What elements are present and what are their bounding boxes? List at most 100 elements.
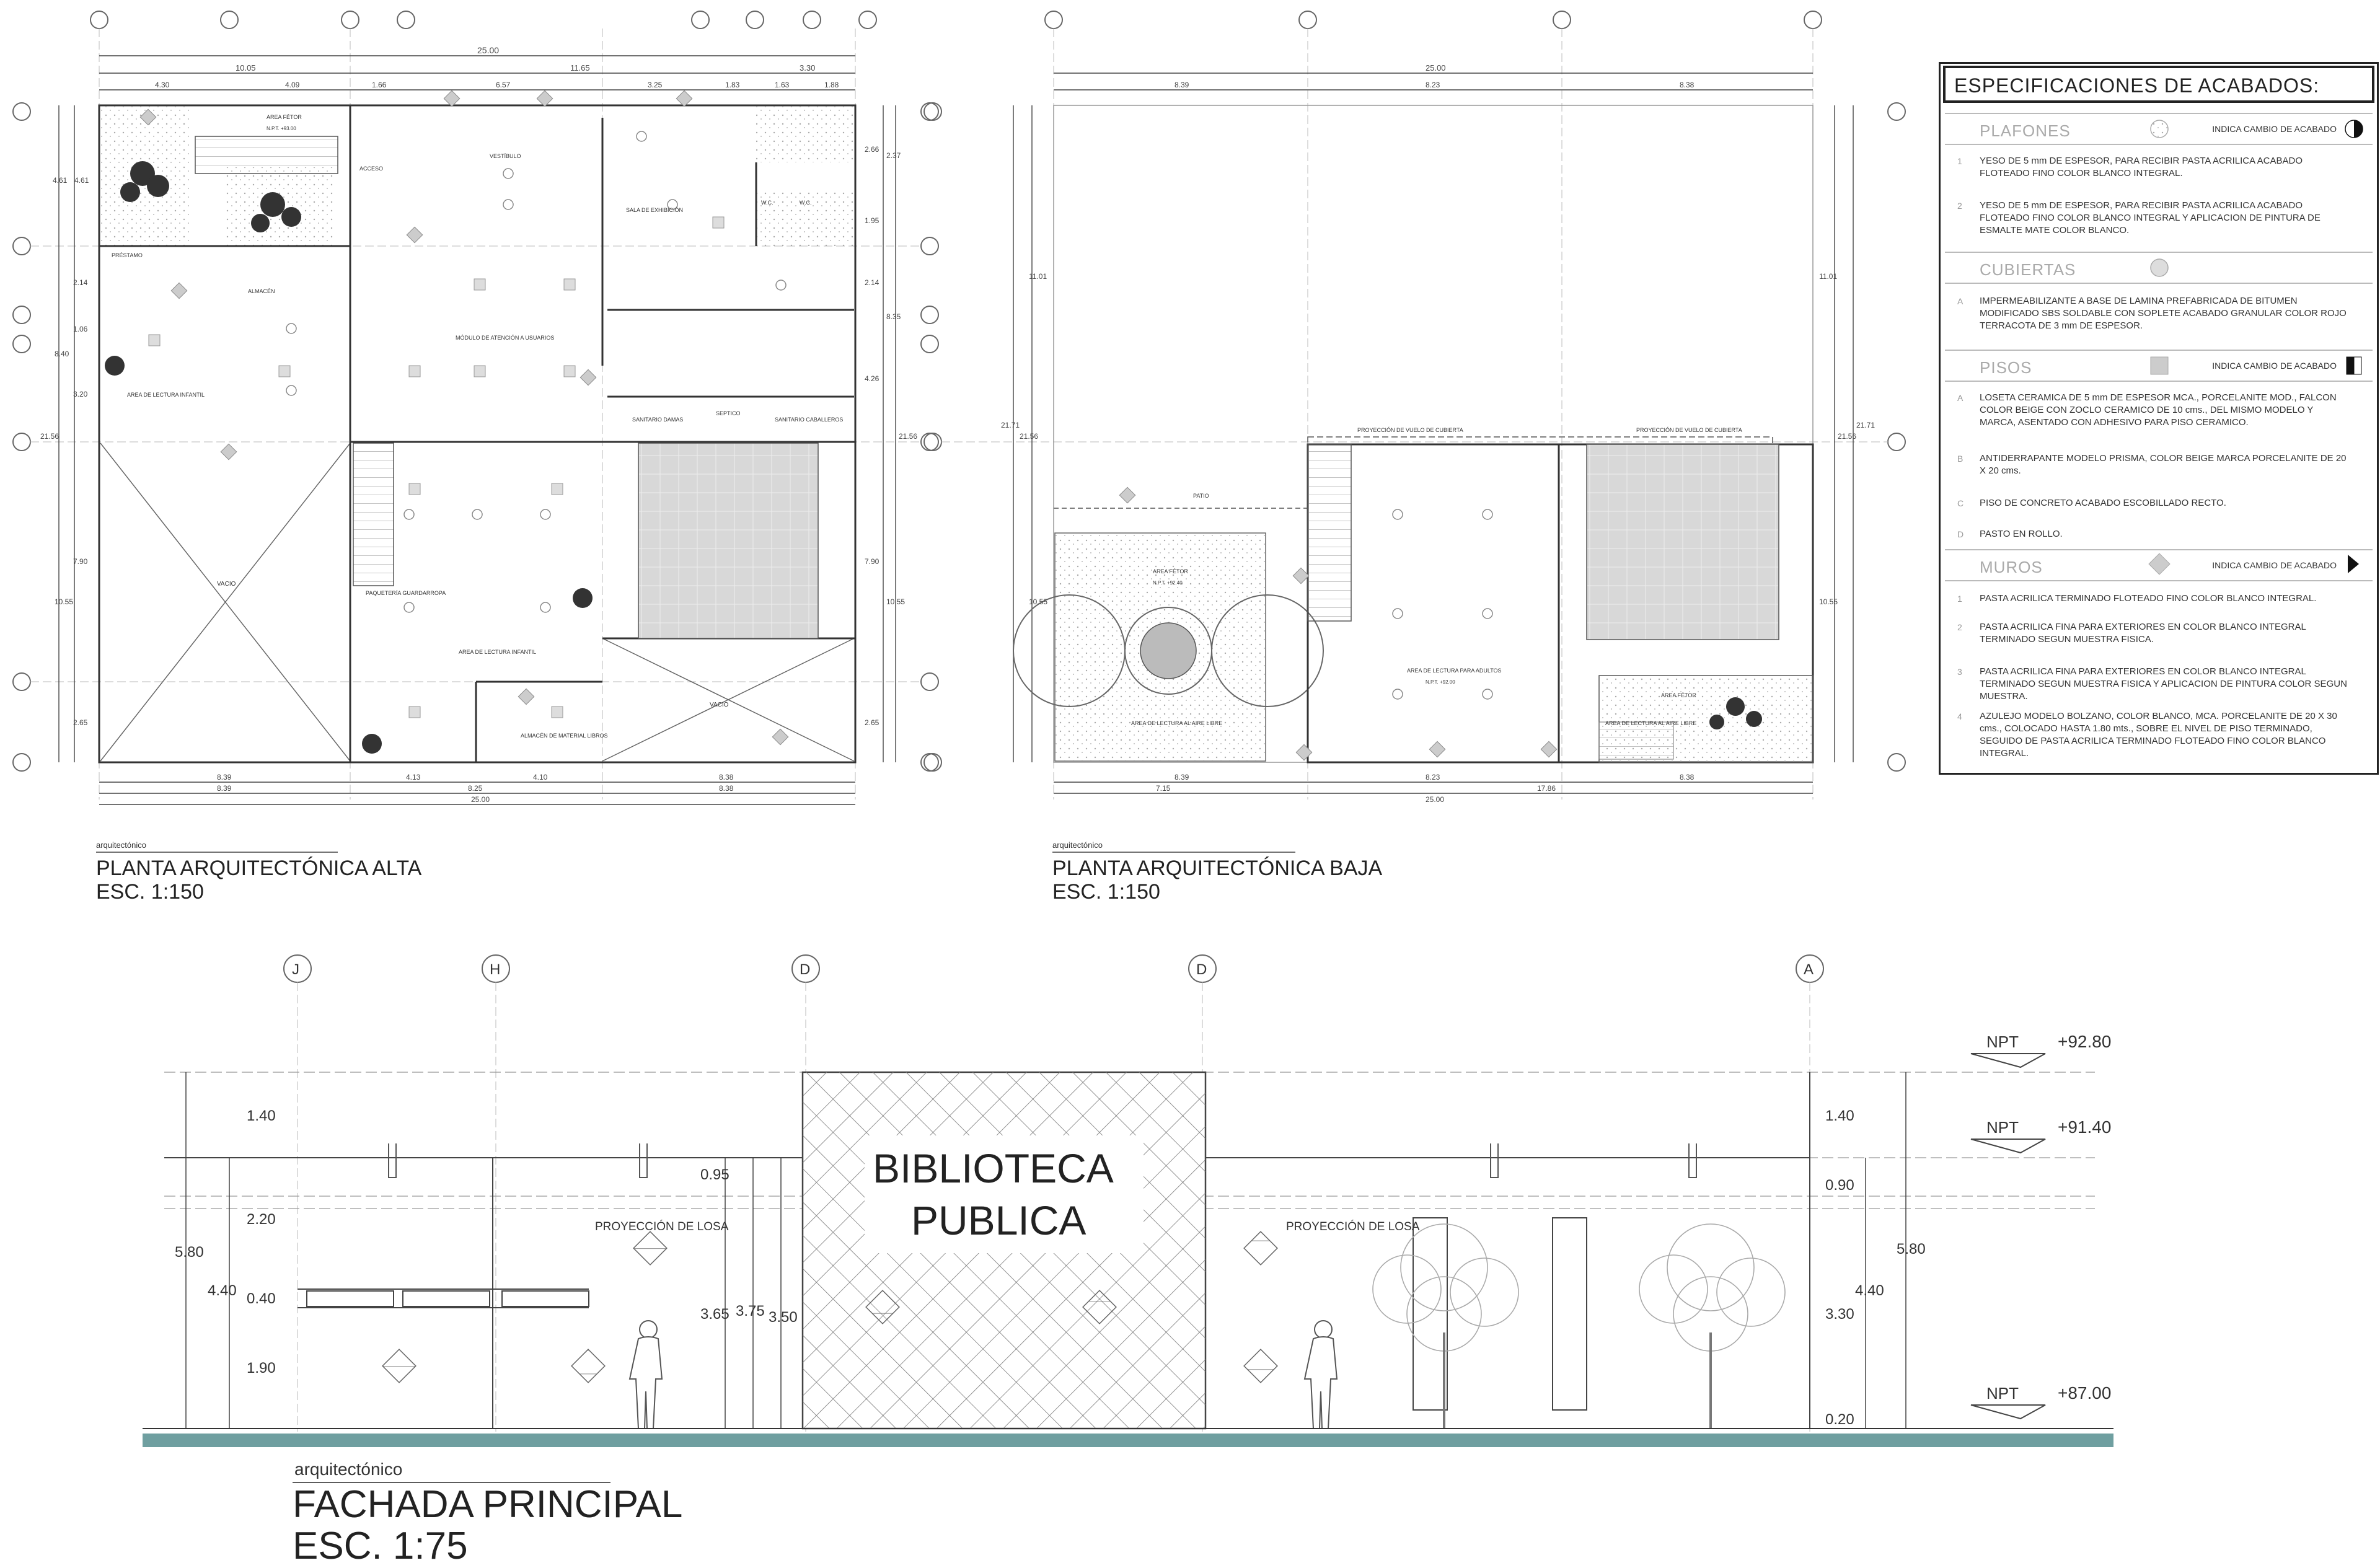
level-1-value: +92.80 — [2058, 1032, 2111, 1051]
alta-top-dim-1: 10.05 — [236, 63, 256, 73]
alta-room-11: PAQUETERÍA GUARDARROPA — [366, 590, 446, 596]
alta-room-14: SANITARIO DAMAS — [632, 416, 683, 423]
alta-room-5: SALA DE EXHIBICIÓN — [626, 207, 683, 213]
alta-right-dim-2: 2.37 — [886, 151, 901, 160]
axis-label-4: D — [1196, 961, 1207, 978]
slab-projection-1: PROYECCIÓN DE LOSA — [595, 1220, 729, 1233]
baja-right-dim-4: 10.55 — [1819, 597, 1838, 606]
alta-room-13: ALMACÉN DE MATERIAL LIBROS — [521, 733, 608, 739]
spec-item-text: PASTO EN ROLLO. — [1980, 529, 2063, 539]
alta-top2-dim-8: 1.88 — [824, 81, 839, 89]
baja-room-1: AREA FÉTOR — [1153, 568, 1188, 575]
facade-mid-dim-4: 3.50 — [769, 1309, 798, 1326]
facade-title: FACHADA PRINCIPAL — [293, 1483, 682, 1526]
spec-item-code: D — [1957, 529, 1964, 539]
baja-room-8: PATIO — [1193, 493, 1209, 499]
facade-caption-small: arquitectónico — [294, 1460, 402, 1479]
facade-left-dim-4: 4.40 — [208, 1282, 237, 1299]
alta-room-16: SEPTICO — [716, 410, 741, 416]
baja-room-3: AREA DE LECTURA AL AIRE LIBRE — [1131, 720, 1222, 726]
spec-section-name: CUBIERTAS — [1980, 260, 2076, 279]
alta-room-3: VESTÍBULO — [490, 153, 521, 159]
facade-mid-dim-2: 3.65 — [700, 1306, 729, 1323]
spec-item-code: 1 — [1957, 156, 1962, 166]
spec-item-code: C — [1957, 498, 1964, 508]
alta-room-18: W.C. — [761, 200, 774, 206]
spec-title: ESPECIFICACIONES DE ACABADOS: — [1943, 66, 2374, 103]
baja-top-dim-3: 8.38 — [1680, 81, 1695, 89]
baja-room-6: AREA FÉTOR — [1661, 692, 1696, 698]
plan-baja-labels: 25.00 8.39 8.23 8.38 8.39 8.23 8.38 7.15… — [1001, 63, 1875, 904]
baja-right-dim-1: 11.01 — [1819, 272, 1837, 281]
slab-projection-2: PROYECCIÓN DE LOSA — [1286, 1220, 1420, 1233]
alta-right-dim-5: 8.35 — [886, 312, 901, 321]
spec-item-text: ANTIDERRAPANTE MODELO PRISMA, COLOR BEIG… — [1980, 453, 2347, 476]
alta-overall-dim: 25.00 — [477, 45, 499, 55]
alta-bot2-dim-2: 8.25 — [468, 784, 483, 793]
axis-label-3: D — [800, 961, 810, 978]
level-2-value: +91.40 — [2058, 1117, 2111, 1137]
alta-room-2: N.P.T. +93.00 — [267, 126, 296, 131]
alta-top2-dim-5: 3.25 — [648, 81, 663, 89]
baja-bot2-dim-1: 7.15 — [1156, 784, 1171, 793]
facade-scale: ESC. 1:75 — [293, 1525, 468, 1567]
spec-section-muros: MUROS INDICA CAMBIO DE ACABADO — [1945, 549, 2373, 581]
alta-bot2-dim-3: 8.38 — [719, 784, 734, 793]
facade — [143, 954, 2113, 1447]
alta-left-dim-7: 21.56 — [40, 432, 59, 441]
facade-left-dim-1: 1.40 — [247, 1108, 276, 1124]
alta-room-7: ALMACÉN — [248, 288, 275, 294]
facade-right-dim-2: 0.90 — [1825, 1177, 1854, 1194]
spec-item-text: LOSETA CERAMICA DE 5 mm DE ESPESOR MCA.,… — [1980, 392, 2337, 428]
facade-labels: J H D D A BIBLIOTECA PUBLICA PROYECCIÓN … — [175, 961, 2111, 1567]
baja-top-dim-1: 8.39 — [1175, 81, 1189, 89]
alta-left-dim-4: 1.06 — [73, 325, 88, 333]
spec-item-code: A — [1957, 296, 1963, 306]
axis-label-5: A — [1804, 961, 1814, 978]
baja-overall-dim: 25.00 — [1426, 63, 1446, 73]
plan-alta — [12, 11, 939, 805]
alta-bot-dim-4: 8.38 — [719, 773, 734, 782]
spec-section-note: INDICA CAMBIO DE ACABADO — [2212, 361, 2337, 371]
alta-right-dim-1: 2.66 — [865, 145, 879, 154]
alta-right-dim-4: 2.14 — [865, 278, 879, 287]
alta-left-dim-3: 2.14 — [73, 278, 88, 287]
spec-section-name: MUROS — [1980, 558, 2043, 576]
spec-panel — [1939, 62, 2379, 775]
baja-note-1: PROYECCIÓN DE VUELO DE CUBIERTA — [1357, 427, 1463, 433]
plan-alta-labels: 25.00 10.05 11.65 3.30 4.30 4.09 1.66 6.… — [40, 45, 917, 904]
alta-top-dim-2: 11.65 — [570, 63, 590, 73]
level-2-label: NPT — [1986, 1118, 2019, 1137]
spec-item-code: B — [1957, 454, 1963, 464]
spec-item-text: PASTA ACRILICA FINA PARA EXTERIORES EN C… — [1980, 666, 2347, 702]
level-1-label: NPT — [1986, 1033, 2019, 1051]
axis-label-1: J — [292, 961, 299, 978]
spec-section-name: PISOS — [1980, 358, 2032, 377]
alta-left-dim-8: 7.90 — [73, 557, 88, 566]
sign-line-2: PUBLICA — [911, 1197, 1086, 1243]
spec-item-code: A — [1957, 393, 1963, 403]
spec-item-text: YESO DE 5 mm DE ESPESOR, PARA RECIBIR PA… — [1980, 156, 2303, 178]
alta-right-dim-10: 2.65 — [865, 718, 879, 727]
alta-room-10: VACIO — [217, 581, 236, 588]
alta-room-19: W.C. — [800, 200, 812, 206]
level-3-label: NPT — [1986, 1384, 2019, 1403]
spec-item-text: IMPERMEABILIZANTE A BASE DE LAMINA PREFA… — [1980, 296, 2347, 331]
alta-bot-dim-1: 8.39 — [217, 773, 232, 782]
alta-left-dim-1: 4.61 — [53, 176, 68, 185]
alta-top2-dim-1: 4.30 — [155, 81, 170, 89]
alta-top2-dim-7: 1.63 — [775, 81, 790, 89]
baja-bot-overall: 25.00 — [1426, 795, 1444, 804]
spec-section-note: INDICA CAMBIO DE ACABADO — [2212, 124, 2337, 134]
alta-caption-small: arquitectónico — [96, 840, 146, 850]
baja-top-dim-2: 8.23 — [1426, 81, 1440, 89]
facade-left-dim-3: 2.20 — [247, 1211, 276, 1228]
spec-section-plafones: PLAFONES INDICA CAMBIO DE ACABADO — [1945, 113, 2373, 145]
alta-right-dim-3: 1.95 — [865, 216, 879, 225]
baja-left-dim-4: 10.55 — [1029, 597, 1047, 606]
facade-right-dim-4: 4.40 — [1855, 1282, 1884, 1299]
spec-item-code: 1 — [1957, 594, 1962, 604]
spec-item-code: 4 — [1957, 711, 1962, 721]
spec-item-code: 2 — [1957, 201, 1962, 211]
